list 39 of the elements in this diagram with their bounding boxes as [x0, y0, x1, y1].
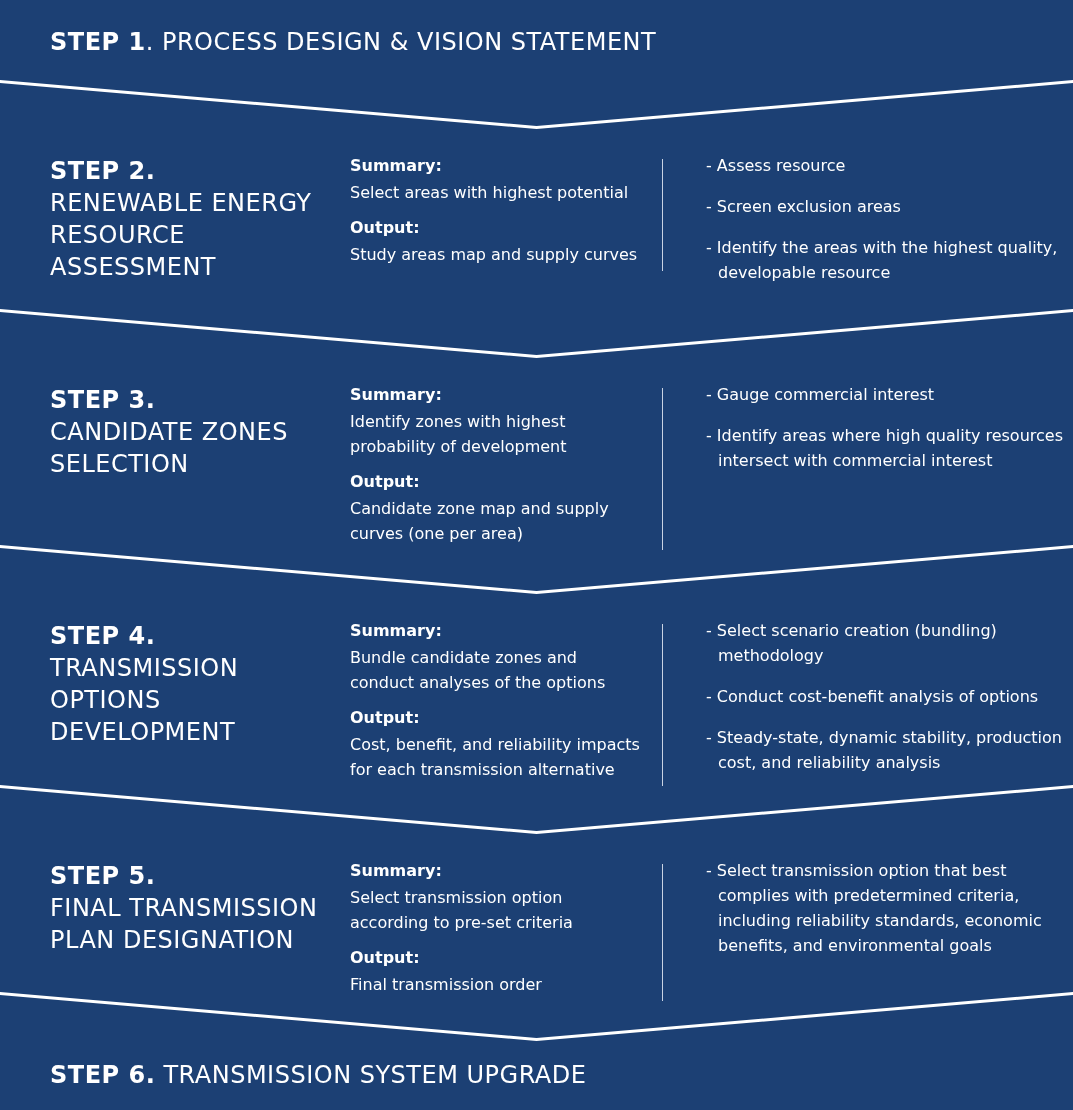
summary-label: Summary:: [350, 155, 443, 177]
bullet-text: - Assess resource: [706, 155, 847, 177]
output-label: Output:: [350, 217, 421, 239]
bullet-text: - Identify areas where high quality resources intersect with commercial interest: [706, 425, 1064, 472]
step-number: STEP 2.: [50, 156, 157, 187]
step-number: STEP 4.: [50, 621, 157, 652]
summary-text: Bundle candidate zones and conduct analyses of the options: [350, 647, 607, 694]
output-label: Output:: [350, 947, 421, 969]
step-title: TRANSMISSION OPTIONS DEVELOPMENT: [50, 653, 240, 748]
output-text: Candidate zone map and supply curves (one per area): [350, 498, 610, 545]
step-title: CANDIDATE ZONES SELECTION: [50, 417, 289, 480]
step-title: RENEWABLE ENERGY RESOURCE ASSESSMENT: [50, 188, 313, 283]
chevron-band: [0, 312, 1073, 591]
summary-text: Select areas with highest potential: [350, 182, 630, 204]
chevron-band: [0, 0, 1073, 126]
bullet-text: - Conduct cost-benefit analysis of options: [706, 686, 1040, 708]
summary-label: Summary:: [350, 620, 443, 642]
bullet-text: - Gauge commercial interest: [706, 384, 936, 406]
chevron-band: [0, 995, 1073, 1110]
bullet-text: - Screen exclusion areas: [706, 196, 902, 218]
summary-label: Summary:: [350, 860, 443, 882]
output-text: Cost, benefit, and reliability impacts for each transmission alternative: [350, 734, 641, 781]
step-heading: STEP 6. TRANSMISSION SYSTEM UPGRADE: [50, 1060, 588, 1091]
output-label: Output:: [350, 707, 421, 729]
bullet-text: - Identify the areas with the highest quality, developable resource: [706, 237, 1059, 284]
output-text: Final transmission order: [350, 974, 543, 996]
summary-text: Select transmission option according to pre-set criteria: [350, 887, 574, 934]
summary-label: Summary:: [350, 384, 443, 406]
bullet-text: - Select scenario creation (bundling) methodology: [706, 620, 998, 667]
bullet-text: - Steady-state, dynamic stability, production cost, and reliability analysis: [706, 727, 1063, 774]
step-heading: STEP 1. PROCESS DESIGN & VISION STATEMENT: [50, 27, 658, 58]
step-number: STEP 5.: [50, 861, 157, 892]
summary-text: Identify zones with highest probability of development: [350, 411, 568, 458]
output-label: Output:: [350, 471, 421, 493]
output-text: Study areas map and supply curves: [350, 244, 639, 266]
chevron-band: [0, 548, 1073, 831]
bullet-text: - Select transmission option that best complies with predetermined criteria, including reliability standards, economic benefits, and environmental goals: [706, 860, 1043, 957]
step-title: FINAL TRANSMISSION PLAN DESIGNATION: [50, 893, 319, 956]
step-number: STEP 3.: [50, 385, 157, 416]
